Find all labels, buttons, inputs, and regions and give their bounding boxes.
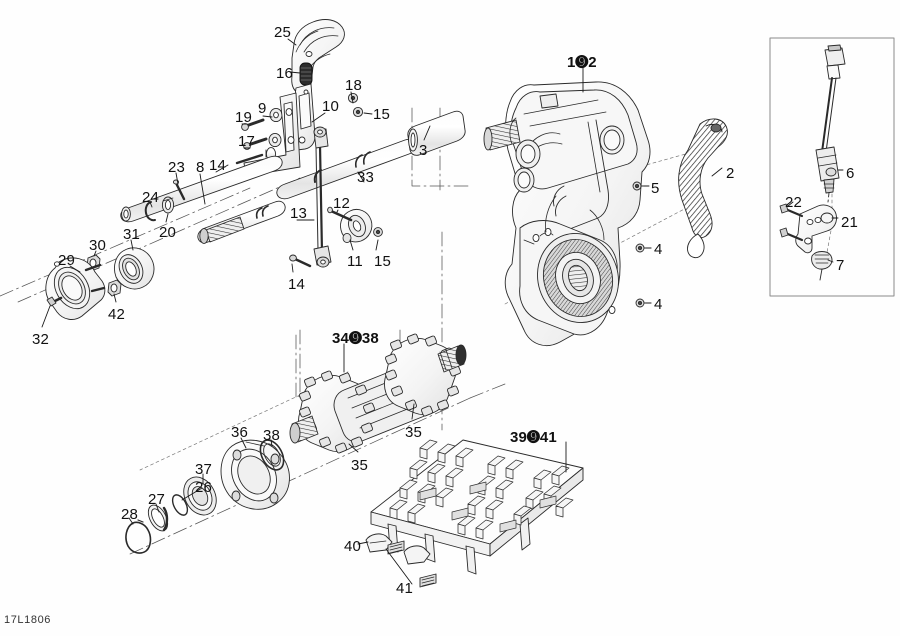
bolt-32 (46, 296, 63, 307)
clip-41 (387, 540, 437, 588)
shift-boot-16 (299, 62, 313, 86)
callout-5: 5 (651, 180, 660, 197)
support-bracket-2 (678, 118, 728, 259)
callout-18: 18 (345, 77, 363, 94)
callout-28: 28 (121, 506, 139, 523)
callout-40: 40 (344, 538, 362, 555)
callout-6: 6 (846, 165, 855, 182)
callout-8: 8 (196, 159, 205, 176)
gearcase-assembly (483, 81, 651, 346)
drive-shaft-33 (276, 110, 466, 200)
callout-14-upper: 14 (209, 157, 227, 174)
flange-29 (45, 257, 106, 320)
ring-group-24-20 (144, 196, 175, 222)
callout-31: 31 (123, 226, 141, 243)
callout-19: 19 (235, 109, 253, 126)
pivot-11 (340, 209, 373, 244)
callout-39-to-41: 39➒41 (510, 429, 557, 446)
callout-27: 27 (148, 491, 166, 508)
callout-12: 12 (333, 195, 351, 212)
callout-14-lower: 14 (288, 276, 306, 293)
callout-24: 24 (142, 189, 160, 206)
callout-41: 41 (396, 580, 414, 597)
case-fastener-group (632, 181, 652, 308)
pin-12 (327, 206, 353, 222)
bearing-stack (125, 439, 290, 554)
callout-22: 22 (785, 194, 803, 211)
callout-2: 2 (726, 165, 735, 182)
inset-panel-border (769, 37, 895, 297)
link-rod-13 (313, 126, 332, 268)
callout-4-upper: 4 (654, 241, 663, 258)
callout-34-to-38: 34➒38 (332, 330, 379, 347)
callout-9: 9 (258, 100, 267, 117)
seal-31 (114, 247, 155, 290)
callout-36: 36 (231, 424, 249, 441)
callout-21: 21 (841, 214, 859, 231)
nut-15-lower (373, 227, 383, 237)
nut-42 (107, 279, 122, 297)
callout-35-upper: 35 (405, 424, 423, 441)
shift-knob-assembly (291, 19, 345, 95)
bolt-14-lower (289, 254, 312, 268)
leader-dashline-group (139, 149, 833, 471)
callout-23: 23 (168, 159, 186, 176)
callout-32: 32 (32, 331, 50, 348)
callout-42: 42 (108, 306, 126, 323)
callout-13: 13 (290, 205, 308, 222)
slider-40 (365, 533, 431, 565)
callout-26: 26 (195, 479, 213, 496)
callout-33: 33 (357, 169, 375, 186)
callout-10: 10 (322, 98, 340, 115)
callout-20: 20 (159, 224, 177, 241)
callout-29: 29 (58, 252, 76, 269)
track-panel-assembly (370, 439, 584, 575)
callout-30: 30 (89, 237, 107, 254)
shift-tube-8 (120, 155, 283, 223)
callout-35-lower: 35 (351, 457, 369, 474)
callout-11: 11 (347, 253, 363, 270)
callout-17: 17 (238, 133, 256, 150)
callout-38: 38 (263, 427, 281, 444)
callout-25: 25 (274, 24, 292, 41)
callout-4-lower: 4 (654, 296, 663, 313)
nut-group-18-15 (347, 92, 364, 118)
callout-15-lower: 15 (374, 253, 392, 270)
callout-7: 7 (836, 257, 845, 274)
differential-assembly (289, 333, 467, 454)
leader-line-group (41, 38, 844, 585)
callout-3: 3 (419, 142, 428, 159)
callout-37: 37 (195, 461, 213, 478)
callout-16: 16 (276, 65, 294, 82)
splined-shaft (197, 200, 286, 244)
callout-1-to-2: 1➒2 (567, 54, 597, 71)
document-code: 17L1806 (4, 614, 52, 626)
callout-15-upper: 15 (373, 106, 391, 123)
sensor-assembly-inset (779, 44, 846, 281)
